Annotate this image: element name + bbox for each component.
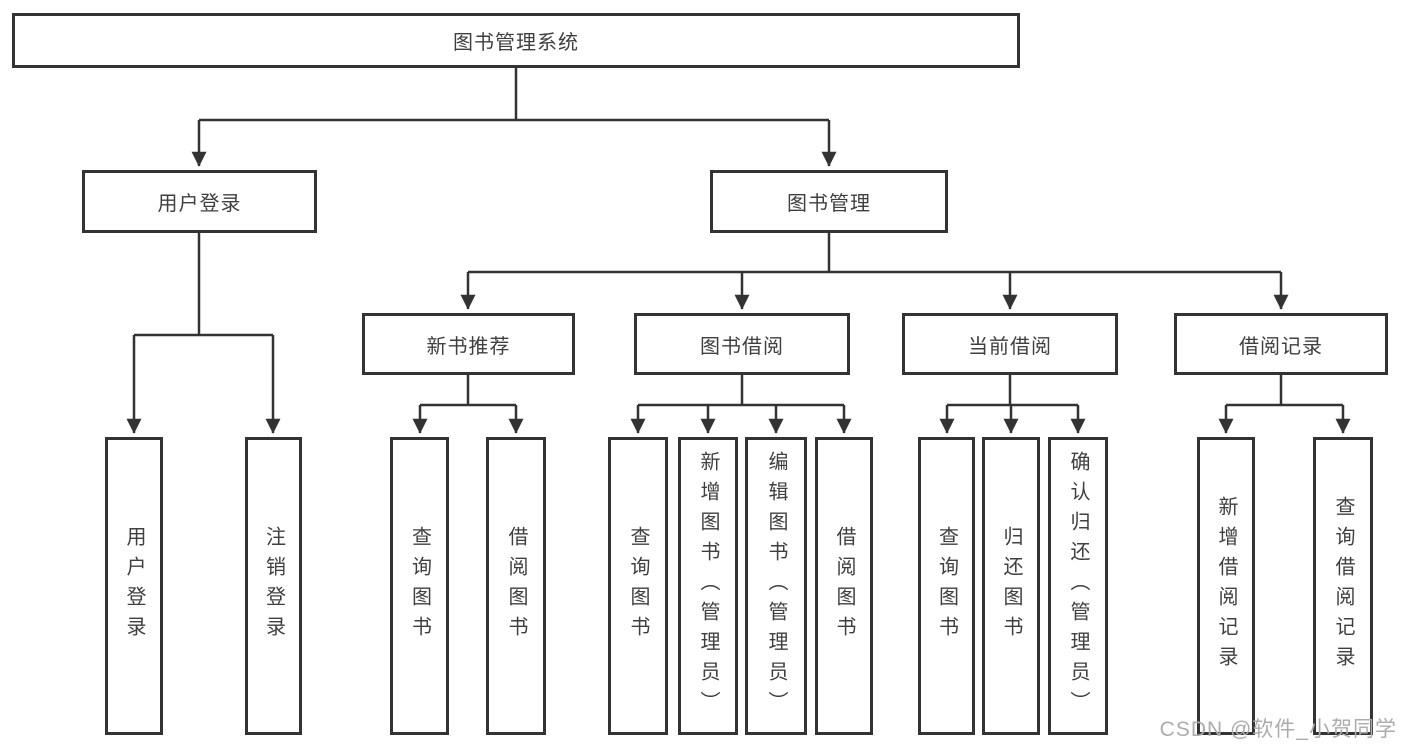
leaf-edit-books-admin: 编辑图书（管理员） bbox=[745, 437, 807, 735]
node-book-borrow: 图书借阅 bbox=[634, 313, 850, 375]
leaf-user-login: 用户登录 bbox=[105, 437, 163, 735]
leaf-query-books-current: 查询图书 bbox=[918, 437, 975, 735]
leaf-query-books-recommend: 查询图书 bbox=[390, 437, 449, 735]
node-user-login: 用户登录 bbox=[82, 170, 317, 233]
leaf-add-borrow-record: 新增借阅记录 bbox=[1197, 437, 1255, 735]
node-new-book-recommend: 新书推荐 bbox=[362, 313, 575, 375]
leaf-borrow-books: 借阅图书 bbox=[815, 437, 873, 735]
leaf-add-books-admin: 新增图书（管理员） bbox=[678, 437, 738, 735]
node-root-library-system: 图书管理系统 bbox=[12, 13, 1020, 68]
leaf-query-borrow-record: 查询借阅记录 bbox=[1313, 437, 1373, 735]
node-book-management: 图书管理 bbox=[710, 170, 948, 233]
node-borrow-records: 借阅记录 bbox=[1174, 313, 1388, 375]
leaf-query-books-borrow: 查询图书 bbox=[608, 437, 668, 735]
leaf-borrow-books-recommend: 借阅图书 bbox=[486, 437, 546, 735]
leaf-confirm-return-admin: 确认归还（管理员） bbox=[1048, 437, 1108, 735]
csdn-watermark: CSDN @软件_小贺同学 bbox=[1159, 718, 1397, 741]
leaf-logout: 注销登录 bbox=[245, 437, 302, 735]
leaf-return-books: 归还图书 bbox=[982, 437, 1040, 735]
node-current-borrow: 当前借阅 bbox=[902, 313, 1118, 375]
